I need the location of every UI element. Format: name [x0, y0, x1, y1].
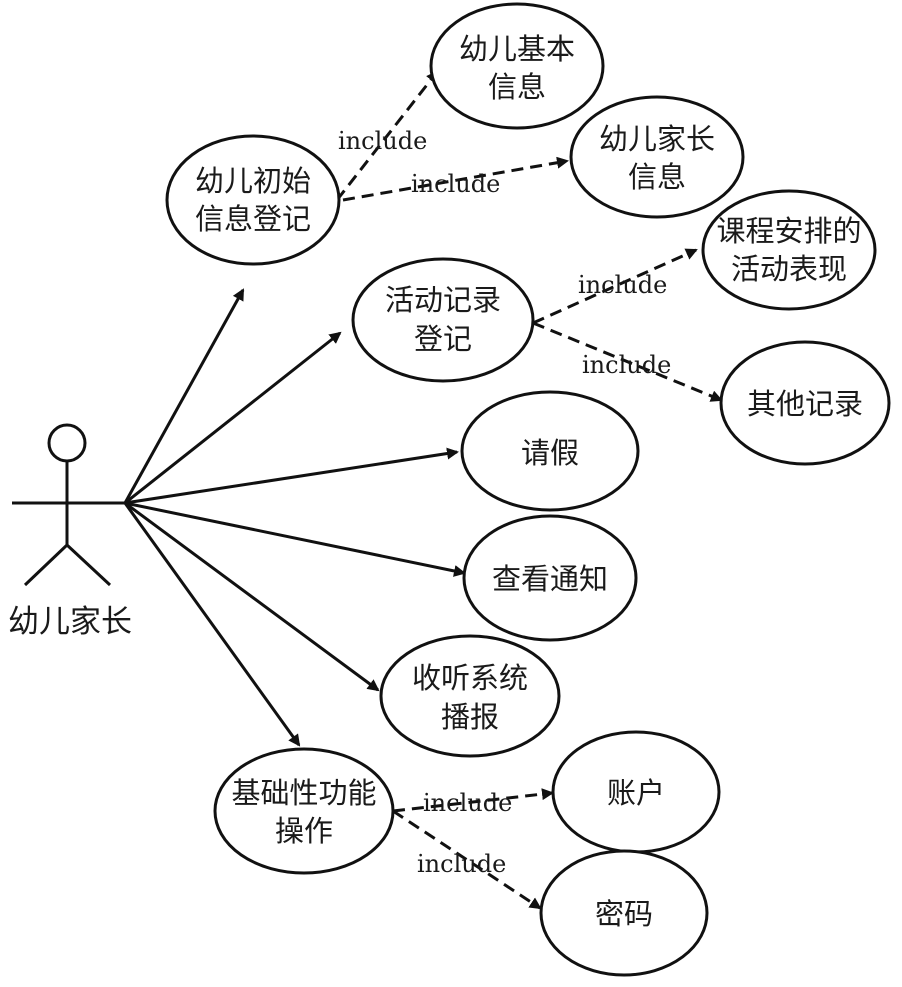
- use-case-label-line1: 基础性功能: [231, 776, 376, 810]
- use-case-activity-record: 活动记录 登记: [351, 257, 535, 383]
- include-labels: include include include include include …: [338, 127, 671, 878]
- assoc-view-notice: [124, 501, 466, 577]
- include-label-5: include: [423, 789, 512, 817]
- use-case-initial-registration: 幼儿初始 信息登记: [165, 134, 341, 266]
- use-case-label-line1: 幼儿基本: [459, 32, 575, 66]
- include-label-2: include: [411, 170, 500, 198]
- use-case-label-line2: 信息: [488, 70, 546, 104]
- use-case-child-basic-info: 幼儿基本 信息: [429, 2, 605, 130]
- use-case-label-line1: 收听系统: [412, 661, 528, 695]
- associations: [123, 288, 466, 747]
- use-case-ellipse: [539, 849, 709, 977]
- use-case-view-notice: 查看通知: [462, 514, 638, 642]
- include-course-activity: [532, 248, 698, 325]
- actor-right-leg: [65, 543, 112, 587]
- use-case-course-activity: 课程安排的 活动表现: [701, 189, 877, 311]
- use-case-label-line1: 查看通知: [492, 562, 608, 596]
- actor-head: [47, 423, 87, 463]
- use-case-label-line1: 幼儿初始: [195, 164, 311, 198]
- use-case-label-line1: 账户: [607, 776, 665, 810]
- use-case-label-line1: 活动记录: [385, 283, 501, 317]
- assoc-activity-record: [124, 331, 342, 505]
- use-case-ellipse: [429, 2, 605, 130]
- use-case-label-line1: 其他记录: [747, 387, 863, 421]
- use-case-ellipse: [379, 634, 561, 758]
- assoc-initial-registration: [123, 288, 245, 504]
- use-case-ellipse: [213, 747, 395, 875]
- use-case-label-line1: 密码: [595, 897, 653, 931]
- actor-parent: 幼儿家长: [8, 423, 132, 640]
- include-label-3: include: [578, 271, 667, 299]
- use-case-ellipse: [165, 134, 341, 266]
- assoc-leave-request: [124, 447, 459, 505]
- include-label-1: include: [338, 127, 427, 155]
- include-label-4: include: [582, 351, 671, 379]
- use-case-label-line2: 操作: [275, 814, 333, 848]
- use-case-password: 密码: [539, 849, 709, 977]
- use-case-label-line1: 幼儿家长: [599, 122, 715, 156]
- assoc-listen-broadcast: [124, 501, 380, 692]
- use-case-label-line1: 请假: [521, 436, 579, 470]
- use-case-label-line2: 信息: [628, 160, 686, 194]
- use-case-label-line2: 登记: [414, 322, 472, 356]
- use-case-ellipse: [701, 189, 877, 311]
- include-child-basic-info: [335, 70, 439, 201]
- use-case-ellipse: [569, 95, 745, 219]
- actor-label: 幼儿家长: [8, 604, 132, 640]
- include-account: [392, 788, 554, 813]
- use-case-leave-request: 请假: [460, 390, 640, 512]
- use-case-parent-info: 幼儿家长 信息: [569, 95, 745, 219]
- include-label-6: include: [417, 850, 506, 878]
- use-case-account: 账户: [551, 730, 721, 854]
- actor-left-leg: [23, 543, 69, 587]
- use-case-label-line2: 播报: [441, 700, 499, 734]
- use-case-ellipse: [351, 257, 535, 383]
- use-case-listen-broadcast: 收听系统 播报: [379, 634, 561, 758]
- include-other-records: [532, 321, 723, 402]
- use-case-other-records: 其他记录: [719, 340, 891, 466]
- use-case-ellipse: [460, 390, 640, 512]
- use-case-ellipse: [462, 514, 638, 642]
- include-relations: [335, 70, 723, 910]
- assoc-basic-operations: [123, 502, 301, 747]
- use-case-basic-operations: 基础性功能 操作: [213, 747, 395, 875]
- use-case-label-line2: 活动表现: [731, 252, 847, 286]
- use-case-label-line2: 信息登记: [195, 202, 311, 236]
- use-case-ellipse: [719, 340, 891, 466]
- include-password: [392, 809, 542, 910]
- use-case-label-line1: 课程安排的: [716, 214, 861, 248]
